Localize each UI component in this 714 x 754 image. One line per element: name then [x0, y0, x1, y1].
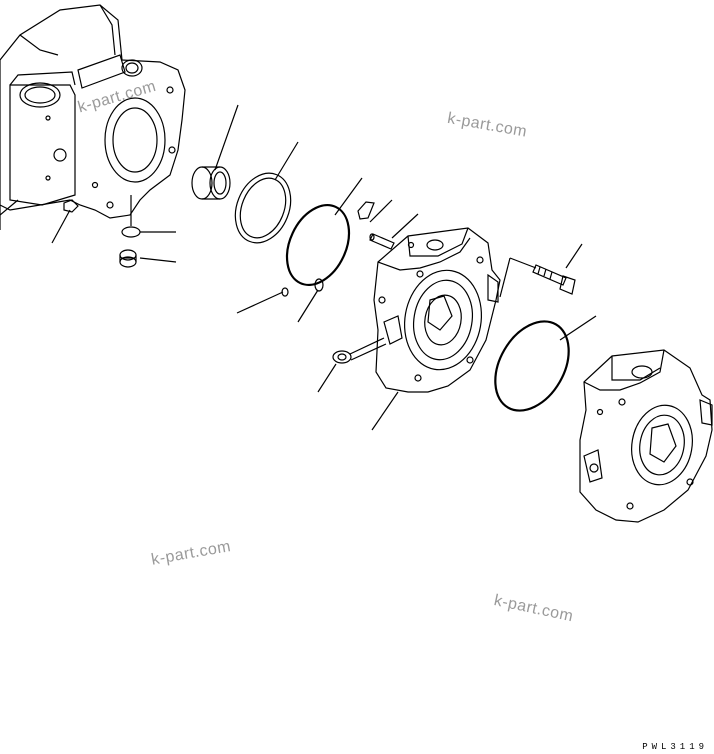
large-o-ring	[285, 204, 351, 286]
rectangular-seal	[357, 201, 375, 220]
dowel-pin	[369, 233, 395, 250]
small-seal-oval	[314, 278, 324, 292]
mounting-bolt	[499, 257, 576, 298]
plug-fitting	[63, 199, 79, 213]
end-cover-o-ring	[494, 320, 570, 412]
leader-lines	[0, 104, 597, 431]
bushing-part	[191, 166, 231, 200]
pump-housing-part	[0, 4, 186, 230]
valve-body-part	[373, 227, 501, 393]
threaded-plug	[119, 249, 137, 268]
backup-ring	[234, 172, 292, 244]
eye-fitting	[332, 337, 387, 364]
end-cover-part	[579, 349, 713, 523]
drawing-code-label: PWL3119	[642, 742, 708, 752]
